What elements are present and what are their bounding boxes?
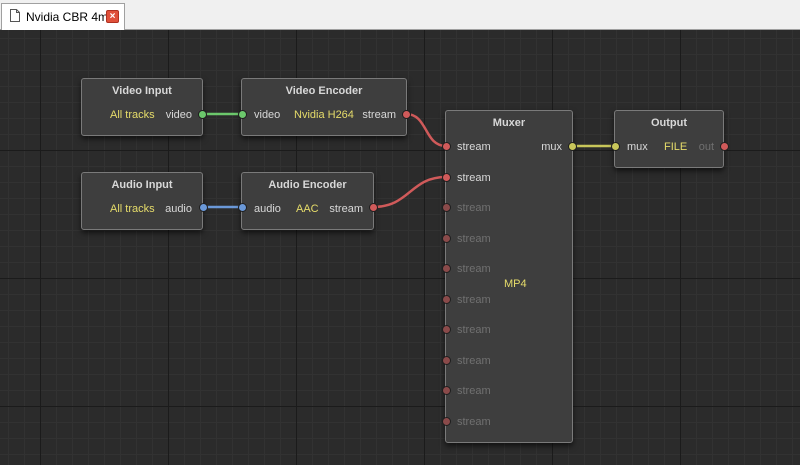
video-input-node[interactable]: Video Input All tracks video bbox=[81, 78, 203, 136]
port-video-in[interactable] bbox=[238, 110, 247, 119]
port-label-video: video bbox=[165, 109, 192, 121]
port-label-stream: stream bbox=[457, 294, 491, 306]
port-audio-out[interactable] bbox=[199, 203, 208, 212]
tab-bar: Nvidia CBR 4mb × bbox=[0, 0, 800, 30]
audio-input-node[interactable]: Audio Input All tracks audio bbox=[81, 172, 203, 230]
node-title: Video Encoder bbox=[285, 85, 363, 97]
node-graph-canvas[interactable]: Video Input All tracks video Video Encod… bbox=[0, 30, 800, 465]
port-video-out[interactable] bbox=[198, 110, 207, 119]
port-label-stream: stream bbox=[457, 263, 491, 275]
output-type-selector[interactable]: FILE bbox=[664, 141, 688, 153]
port-label-stream: stream bbox=[457, 416, 491, 428]
tab-title: Nvidia CBR 4mb bbox=[26, 10, 115, 24]
port-out[interactable] bbox=[720, 142, 729, 151]
wire-audio-stream bbox=[372, 175, 447, 209]
port-stream-in[interactable] bbox=[442, 295, 451, 304]
port-label-stream: stream bbox=[457, 324, 491, 336]
port-stream-in[interactable] bbox=[442, 356, 451, 365]
port-stream-out[interactable] bbox=[402, 110, 411, 119]
codec-selector[interactable]: AAC bbox=[296, 203, 319, 215]
port-audio-in[interactable] bbox=[238, 203, 247, 212]
node-title: Output bbox=[650, 117, 688, 129]
close-icon[interactable]: × bbox=[106, 10, 119, 23]
muxer-node[interactable]: Muxer stream stream stream stream stream… bbox=[445, 110, 573, 443]
video-encoder-node[interactable]: Video Encoder video Nvidia H264 stream bbox=[241, 78, 407, 136]
node-title: Muxer bbox=[492, 117, 526, 129]
node-title: Audio Input bbox=[111, 179, 173, 191]
port-label-stream: stream bbox=[457, 202, 491, 214]
port-stream-in[interactable] bbox=[442, 264, 451, 273]
port-label-audio: audio bbox=[254, 203, 281, 215]
port-label-stream: stream bbox=[329, 203, 363, 215]
port-mux-out[interactable] bbox=[568, 142, 577, 151]
output-node[interactable]: Output mux FILE out bbox=[614, 110, 724, 168]
codec-selector[interactable]: Nvidia H264 bbox=[294, 109, 354, 121]
port-mux-in[interactable] bbox=[611, 142, 620, 151]
port-label-stream: stream bbox=[457, 385, 491, 397]
port-label-stream: stream bbox=[457, 172, 491, 184]
port-stream-in[interactable] bbox=[442, 234, 451, 243]
port-label-mux: mux bbox=[541, 141, 562, 153]
port-label-mux: mux bbox=[627, 141, 648, 153]
tab-document[interactable]: Nvidia CBR 4mb × bbox=[1, 3, 125, 30]
port-label-out: out bbox=[698, 141, 714, 153]
port-stream-in[interactable] bbox=[442, 203, 451, 212]
port-stream-in[interactable] bbox=[442, 386, 451, 395]
port-label-stream: stream bbox=[457, 233, 491, 245]
port-stream-out[interactable] bbox=[369, 203, 378, 212]
track-selector[interactable]: All tracks bbox=[110, 109, 155, 121]
port-label-stream: stream bbox=[457, 141, 491, 153]
track-selector[interactable]: All tracks bbox=[110, 203, 155, 215]
port-label-stream: stream bbox=[362, 109, 396, 121]
port-stream-in[interactable] bbox=[442, 325, 451, 334]
port-label-video: video bbox=[254, 109, 281, 121]
format-selector[interactable]: MP4 bbox=[504, 278, 527, 290]
port-stream-in[interactable] bbox=[442, 417, 451, 426]
port-stream-in[interactable] bbox=[442, 173, 451, 182]
port-stream-in[interactable] bbox=[442, 142, 451, 151]
audio-encoder-node[interactable]: Audio Encoder audio AAC stream bbox=[241, 172, 374, 230]
port-label-audio: audio bbox=[165, 203, 192, 215]
document-icon bbox=[10, 9, 20, 22]
node-title: Audio Encoder bbox=[268, 179, 347, 191]
node-title: Video Input bbox=[112, 85, 172, 97]
wire-video-stream bbox=[405, 112, 447, 148]
port-label-stream: stream bbox=[457, 355, 491, 367]
